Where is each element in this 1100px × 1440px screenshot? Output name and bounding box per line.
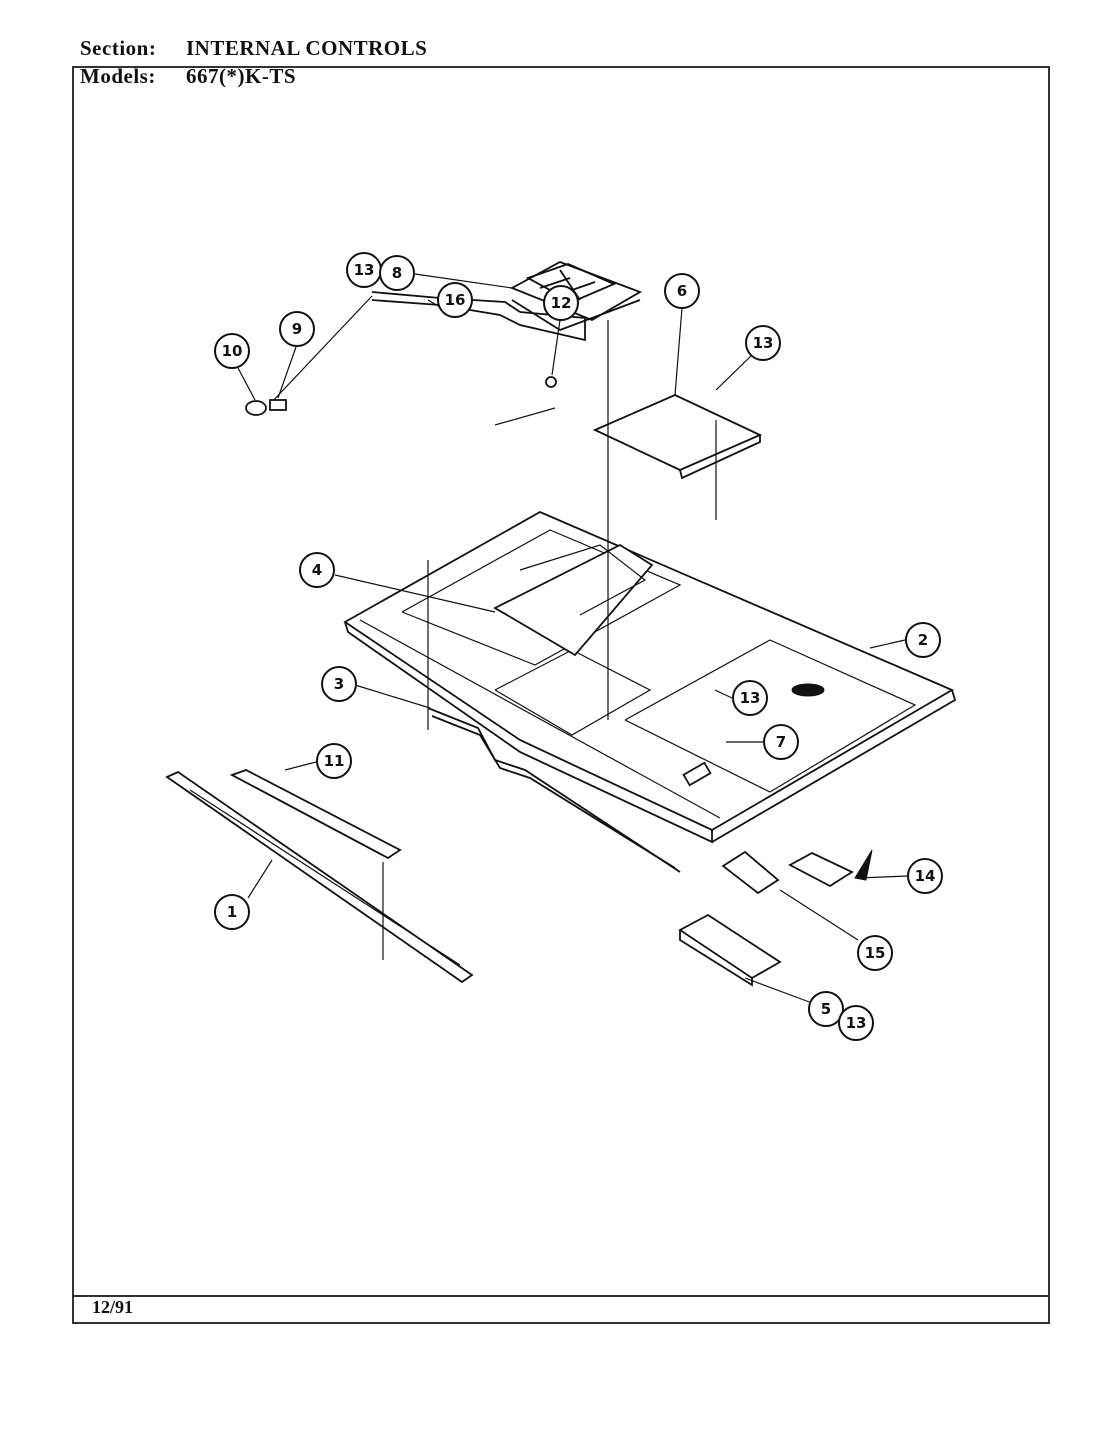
models-label: Models: <box>80 64 156 88</box>
callout: 10 <box>214 333 250 369</box>
callout-number: 8 <box>392 264 402 282</box>
callout-number: 13 <box>846 1014 867 1032</box>
section-label: Section: <box>80 36 157 60</box>
trim-strip <box>229 769 402 860</box>
callout: 8 <box>379 255 415 291</box>
callout: 3 <box>321 666 357 702</box>
callout: 1 <box>214 894 250 930</box>
models-value: 667(*)K-TS <box>186 64 296 88</box>
callout: 9 <box>279 311 315 347</box>
callout-number: 13 <box>740 689 761 707</box>
callout-number: 11 <box>324 752 345 770</box>
callout: 13 <box>732 680 768 716</box>
callout-number: 5 <box>821 1000 831 1018</box>
callout-number: 9 <box>292 320 302 338</box>
trim-rail <box>427 707 681 873</box>
control-arm <box>269 291 586 426</box>
callout: 7 <box>763 724 799 760</box>
callout-number: 13 <box>753 334 774 352</box>
callout-number: 1 <box>227 903 237 921</box>
callout-number: 16 <box>445 291 466 309</box>
section-line: Section: INTERNAL CONTROLS <box>80 36 427 61</box>
callout-number: 4 <box>312 561 322 579</box>
callout-number: 15 <box>865 944 886 962</box>
callout-number: 6 <box>677 282 687 300</box>
callout: 5 <box>808 991 844 1027</box>
callout: 15 <box>857 935 893 971</box>
control-panel-base <box>343 510 957 844</box>
callout: 13 <box>838 1005 874 1041</box>
callout: 2 <box>905 622 941 658</box>
callout-number: 3 <box>334 675 344 693</box>
section-title: INTERNAL CONTROLS <box>186 36 428 60</box>
callout-number: 12 <box>551 294 572 312</box>
switch-block <box>788 849 873 888</box>
callout-number: 13 <box>354 261 375 279</box>
callout: 4 <box>299 552 335 588</box>
cover-plate <box>592 394 763 480</box>
callout: 11 <box>316 743 352 779</box>
page-frame <box>72 66 1050 1324</box>
callout: 6 <box>664 273 700 309</box>
callout: 13 <box>745 325 781 361</box>
channel-bracket <box>678 913 782 987</box>
callout: 14 <box>907 858 943 894</box>
callout-number: 2 <box>918 631 928 649</box>
callout: 12 <box>543 285 579 321</box>
date-code: 12/91 <box>92 1297 134 1317</box>
callout-number: 14 <box>915 867 936 885</box>
callout-number: 10 <box>222 342 243 360</box>
leader-lines <box>237 273 909 1004</box>
screw <box>545 376 557 388</box>
footer-rule <box>72 1295 1050 1297</box>
callout: 16 <box>437 282 473 318</box>
callout-number: 7 <box>776 733 786 751</box>
callout: 13 <box>346 252 382 288</box>
bottom-rail <box>165 770 474 984</box>
switch-bracket <box>721 850 780 895</box>
knob-and-spring <box>245 399 287 416</box>
bracket-assembly <box>493 543 654 657</box>
models-line: Models: 667(*)K-TS <box>80 64 296 89</box>
